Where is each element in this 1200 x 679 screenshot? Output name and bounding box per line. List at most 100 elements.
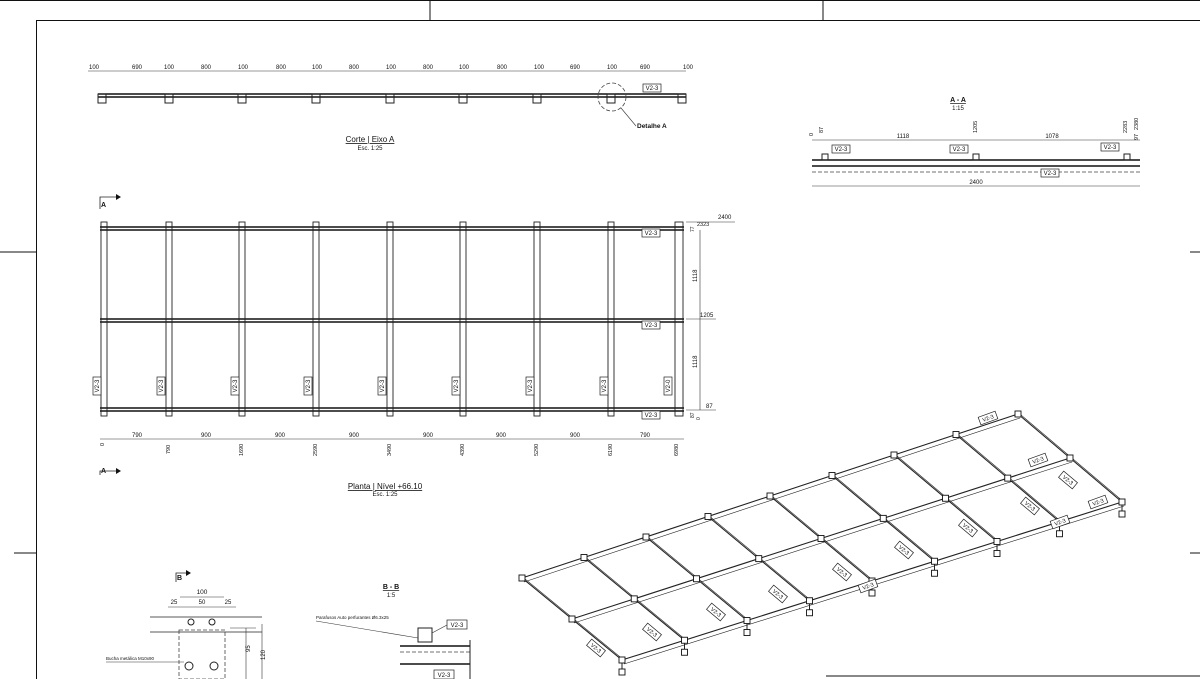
plan-longitudinal-beams [100,226,684,412]
section-title: A - A [950,97,966,104]
beam-tag: V2-3 [306,379,312,392]
plan-right-dimensions: 2400 2323 77 1118 1205 1118 87 87 0 [686,215,735,420]
plan-view: A A V2-3 V2-3 [92,194,735,498]
iso-joint [704,513,712,520]
iso-joint [931,557,938,565]
iso-base-plate [1118,510,1126,518]
dim-label: 2323 [697,222,709,228]
dim-label: 87 [690,412,696,418]
dim-label: 100 [89,65,100,71]
iso-tags: V2-3 V2-3 V2-3 V2-3 V2-3 V2-3 V2-3 V2-3 … [586,410,1109,658]
beam-tag: V2-3 [1092,498,1105,508]
iso-base-plate [743,629,751,636]
beam-tag: V2-3 [645,413,658,419]
plan-scale: Esc. 1:25 [372,492,398,498]
beam-tag: V2-3 [95,379,101,392]
beam-tag: V2-3 [645,323,658,329]
beam-tag: V2-3 [233,379,239,392]
detail-b: B 100 25 50 25 95 120 Bucha metálica M10… [106,570,267,679]
section-b-b: B - B 1:5 Parafusos Auto perfurantes Ø6.… [315,584,471,679]
beam-tag: V2-0 [666,379,672,392]
top-dimension-labels: 100 690 100 800 100 800 100 800 100 800 … [89,65,694,71]
iso-joint [890,451,898,459]
iso-joint [580,554,588,561]
view-title: Corte | Eixo A [346,135,395,144]
detail-note: Bucha metálica M10x90 [106,656,155,661]
iso-base-plate [993,550,1001,557]
beam-tag: V2-3 [1054,518,1067,528]
dim-label: 100 [683,65,694,71]
section-title: B - B [383,584,399,591]
beam-tag: V2-3 [1032,456,1045,466]
iso-joint [743,617,751,624]
iso-joint [681,636,688,644]
iso-joint [942,494,949,502]
iso-joint [568,615,576,623]
dim-label: 1118 [693,355,699,368]
beam-tag: V2-3 [645,231,658,237]
isometric-view: V2-3 V2-3 V2-3 V2-3 V2-3 V2-3 V2-3 V2-3 … [518,410,1126,676]
dim-label: 87 [819,127,825,133]
iso-base-plate [618,668,626,676]
plan-title: Planta | Nível +66.10 [348,482,423,491]
dim-label: 100 [459,65,470,71]
dim-label: 900 [570,433,581,439]
dim-label: 6190 [608,444,614,456]
dim-label: 0 [696,417,702,420]
dim-label: 3490 [387,444,393,456]
dim-label: 77 [690,226,696,232]
plan-column-tags: V2-3 V2-3 V2-3 V2-3 V2-3 V2-3 V2-3 V2-3 … [92,376,673,396]
plan-bottom-dimensions: 790 900 900 900 900 900 900 790 0 790 16… [100,433,684,456]
dim-label: 100 [238,65,249,71]
dim-label: 1078 [1045,134,1059,140]
dim-label: 50 [199,600,206,606]
iso-structure [518,410,1126,676]
section-mark-top: A [101,202,106,209]
iso-base-plate [806,609,813,617]
iso-joint [618,656,626,664]
dim-label: 100 [386,65,397,71]
dim-label: 800 [349,65,360,71]
dim-label: 100 [607,65,618,71]
detail-a-label: Detalhe A [637,123,667,130]
iso-joint [1118,498,1126,506]
iso-joint [879,514,887,522]
iso-joint [693,575,700,583]
beam-tag: V2-3 [451,623,464,629]
beam-tag: V2-3 [454,379,460,392]
iso-joint [952,431,960,438]
dim-label: 100 [534,65,545,71]
section-a-a: A - A 1:15 0 87 1118 1205 1078 2283 2380… [809,97,1140,187]
section-scale: 1:5 [387,593,396,599]
iso-joint [518,574,526,582]
view-scale: Esc. 1:25 [357,146,383,152]
dim-label: 2400 [969,180,983,186]
detail-a-circle [597,82,627,112]
beam-tag: V2-3 [159,379,165,392]
beam-tag: V2-3 [646,86,659,92]
dim-label: 690 [640,65,651,71]
beam-tag: V2-3 [953,147,966,153]
dim-label: 900 [201,433,212,439]
dim-label: 100 [312,65,323,71]
dim-label: 95 [246,645,252,652]
dim-label: 25 [225,600,232,606]
beam-tag: V2-3 [528,379,534,392]
iso-joint [828,472,836,479]
iso-joint [806,597,813,605]
beam-supports [97,93,687,104]
iso-joint [1004,474,1012,482]
dim-label: 900 [496,433,507,439]
iso-base-plate [1056,530,1063,538]
dim-label: 1205 [700,313,714,319]
iso-joint [630,595,638,603]
beam-tag: V2-3 [602,379,608,392]
iso-base-plate [681,648,688,656]
iso-joint [993,538,1001,545]
iso-joint [1066,454,1074,462]
dim-label: 100 [197,589,208,596]
dim-label: 800 [201,65,212,71]
dim-label: 900 [349,433,360,439]
